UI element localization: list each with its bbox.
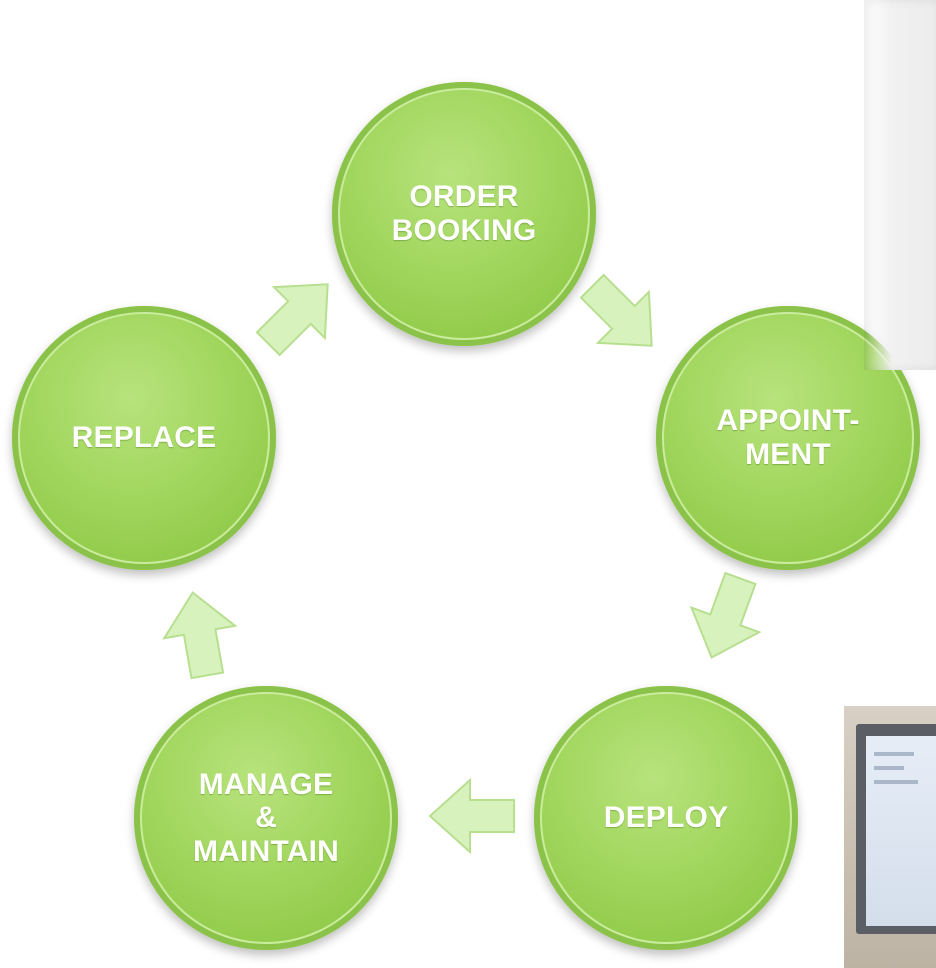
arrow-order-booking-to-appointment bbox=[551, 245, 692, 386]
monitor-screen-line bbox=[874, 752, 914, 756]
arrow-deploy-to-manage-maintain bbox=[422, 766, 522, 866]
node-manage-maintain: MANAGE & MAINTAIN bbox=[134, 686, 398, 950]
monitor-screen bbox=[866, 736, 936, 926]
monitor-screen-line bbox=[874, 766, 904, 770]
arrow-manage-maintain-to-replace bbox=[142, 576, 258, 692]
node-deploy: DEPLOY bbox=[534, 686, 798, 950]
monitor-photo bbox=[844, 706, 936, 968]
node-label-appointment: APPOINT- MENT bbox=[716, 404, 860, 471]
node-replace: REPLACE bbox=[12, 306, 276, 570]
node-label-deploy: DEPLOY bbox=[603, 801, 729, 835]
arrow-icon bbox=[579, 273, 653, 347]
node-label-order-booking: ORDER BOOKING bbox=[391, 180, 537, 247]
arrow-replace-to-order-booking bbox=[227, 243, 368, 384]
node-order-booking: ORDER BOOKING bbox=[332, 82, 596, 346]
arrow-appointment-to-deploy bbox=[662, 554, 790, 682]
node-label-manage-maintain: MANAGE & MAINTAIN bbox=[192, 767, 340, 868]
arrow-icon bbox=[428, 777, 515, 855]
arrow-icon bbox=[162, 591, 238, 680]
arrow-icon bbox=[255, 283, 329, 357]
node-label-replace: REPLACE bbox=[71, 421, 217, 455]
monitor-screen-line bbox=[874, 780, 918, 784]
arrow-icon bbox=[689, 571, 762, 659]
background-panel bbox=[864, 0, 936, 370]
